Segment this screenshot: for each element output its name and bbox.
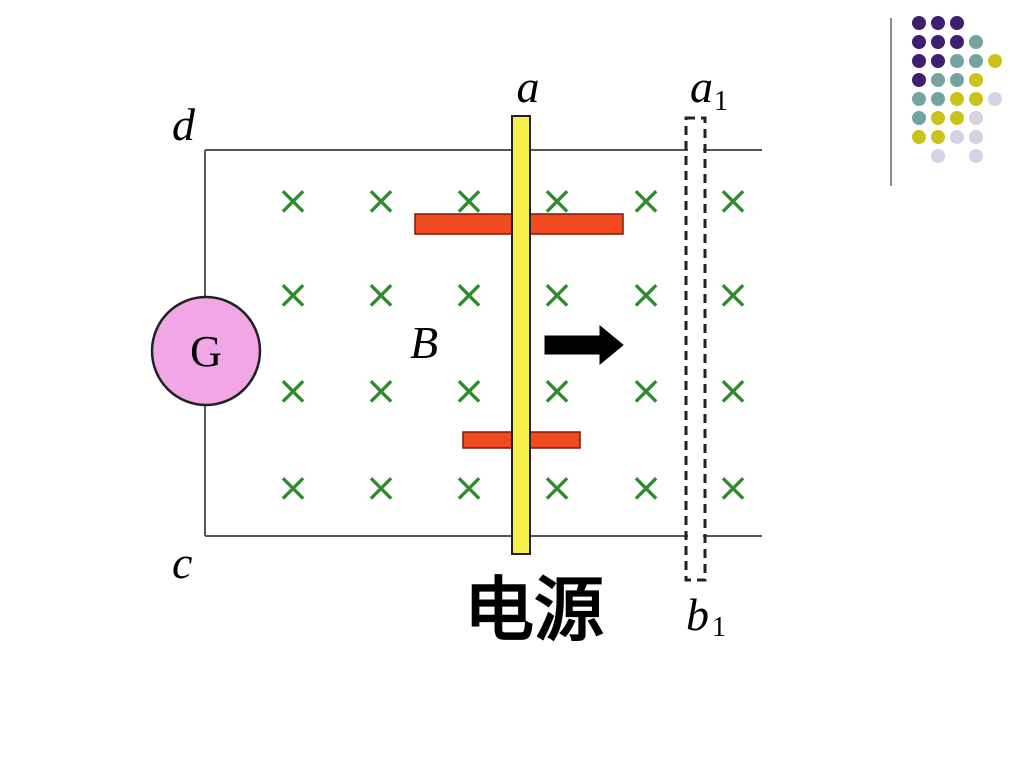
- decor-dot-5: [931, 35, 945, 49]
- field-cross-12: ×: [716, 272, 750, 318]
- decor-dot-14: [931, 73, 945, 87]
- decor-dot-21: [988, 92, 1002, 106]
- decor-dot-30: [931, 149, 945, 163]
- decor-dot-1: [912, 16, 926, 30]
- galvanometer-label: G: [190, 327, 222, 376]
- decor-dot-24: [950, 111, 964, 125]
- field-cross-9: ×: [452, 272, 486, 318]
- decor-dot-19: [950, 92, 964, 106]
- decor-dot-9: [931, 54, 945, 68]
- label-b1-base: b: [686, 589, 709, 640]
- label-a1-base: a: [690, 61, 713, 112]
- decor-dot-28: [950, 130, 964, 144]
- field-cross-15: ×: [452, 368, 486, 414]
- decor-dot-11: [969, 54, 983, 68]
- decor-dot-20: [969, 92, 983, 106]
- decor-dot-10: [950, 54, 964, 68]
- dashed-rod-gap-top: [688, 146, 703, 154]
- decor-dot-15: [950, 73, 964, 87]
- field-cross-24: ×: [716, 465, 750, 511]
- field-cross-21: ×: [452, 465, 486, 511]
- label-d: d: [172, 99, 196, 150]
- decor-dot-29: [969, 130, 983, 144]
- label-a1-sub: 1: [714, 86, 728, 117]
- field-cross-7: ×: [276, 272, 310, 318]
- decor-dot-7: [969, 35, 983, 49]
- corner-dot-decoration: [912, 16, 1002, 163]
- label-B: B: [410, 317, 438, 368]
- field-cross-11: ×: [629, 272, 663, 318]
- decor-dot-18: [931, 92, 945, 106]
- field-cross-10: ×: [540, 272, 574, 318]
- decor-dot-8: [912, 54, 926, 68]
- decor-dot-31: [969, 149, 983, 163]
- decor-dot-16: [969, 73, 983, 87]
- galvanometer: G: [150, 295, 262, 407]
- field-cross-14: ×: [364, 368, 398, 414]
- decor-dot-17: [912, 92, 926, 106]
- decor-dot-22: [912, 111, 926, 125]
- field-cross-2: ×: [364, 178, 398, 224]
- field-cross-17: ×: [629, 368, 663, 414]
- decor-dot-4: [912, 35, 926, 49]
- field-cross-23: ×: [629, 465, 663, 511]
- field-cross-1: ×: [276, 178, 310, 224]
- decor-dot-13: [912, 73, 926, 87]
- decor-dot-23: [931, 111, 945, 125]
- conducting-rod-a: [511, 115, 531, 555]
- decor-dot-3: [950, 16, 964, 30]
- decor-dot-12: [988, 54, 1002, 68]
- label-a: a: [517, 61, 540, 112]
- field-cross-18: ×: [716, 368, 750, 414]
- dashed-rod-gap-bottom: [688, 532, 703, 540]
- field-cross-5: ×: [629, 178, 663, 224]
- label-a1: a 1: [690, 61, 728, 117]
- label-c: c: [172, 537, 192, 588]
- decor-dot-26: [912, 130, 926, 144]
- velocity-arrow: [544, 324, 624, 366]
- field-cross-19: ×: [276, 465, 310, 511]
- decor-dot-6: [950, 35, 964, 49]
- power-source-label: 电源: [464, 569, 604, 651]
- label-b1: b 1: [686, 589, 726, 643]
- field-cross-20: ×: [364, 465, 398, 511]
- field-cross-16: ×: [540, 368, 574, 414]
- decor-dot-2: [931, 16, 945, 30]
- label-b1-sub: 1: [712, 612, 726, 643]
- field-cross-6: ×: [716, 178, 750, 224]
- circuit-rails: [204, 149, 762, 537]
- field-cross-22: ×: [540, 465, 574, 511]
- decor-dot-25: [969, 111, 983, 125]
- field-cross-8: ×: [364, 272, 398, 318]
- galvanometer-circle: [150, 295, 262, 407]
- decor-dot-27: [931, 130, 945, 144]
- dashed-rod-a1b1: [684, 116, 707, 582]
- field-cross-13: ×: [276, 368, 310, 414]
